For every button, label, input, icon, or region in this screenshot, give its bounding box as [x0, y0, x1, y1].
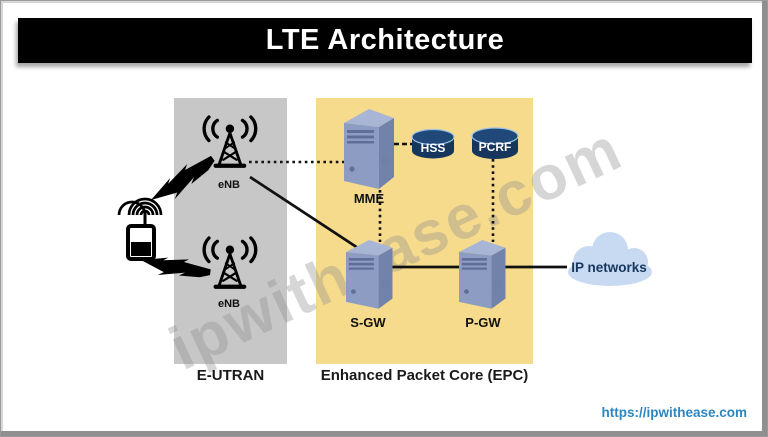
pgw-label: P-GW: [465, 315, 501, 330]
eutran-group-box: [174, 98, 287, 364]
pgw-server-icon: [459, 240, 506, 309]
pcrf-database-icon: [471, 127, 519, 159]
cloud-icon: [568, 232, 652, 286]
enb2-label: eNB: [217, 298, 240, 310]
eutran-group-label: E-UTRAN: [196, 367, 265, 384]
page-title: LTE Architecture: [18, 18, 752, 63]
hss-database-icon: [411, 128, 455, 159]
mobile-phone-icon: [117, 197, 163, 261]
ip-networks-label: IP networks: [571, 260, 647, 275]
site-url: https://ipwithease.com: [601, 405, 747, 420]
radio-wave-icon: [127, 197, 163, 216]
link-enb-sgw: [249, 175, 359, 250]
enb1-label: eNB: [217, 179, 240, 191]
mme-server-icon: [344, 109, 394, 189]
sgw-server-icon: [346, 240, 393, 309]
enb-antenna-icon: [204, 238, 256, 287]
mme-label: MME: [353, 191, 385, 206]
sgw-label: S-GW: [350, 315, 386, 330]
epc-group-label: Enhanced Packet Core (EPC): [320, 367, 529, 384]
hss-label: HSS: [420, 141, 446, 155]
pcrf-label: PCRF: [478, 140, 512, 154]
